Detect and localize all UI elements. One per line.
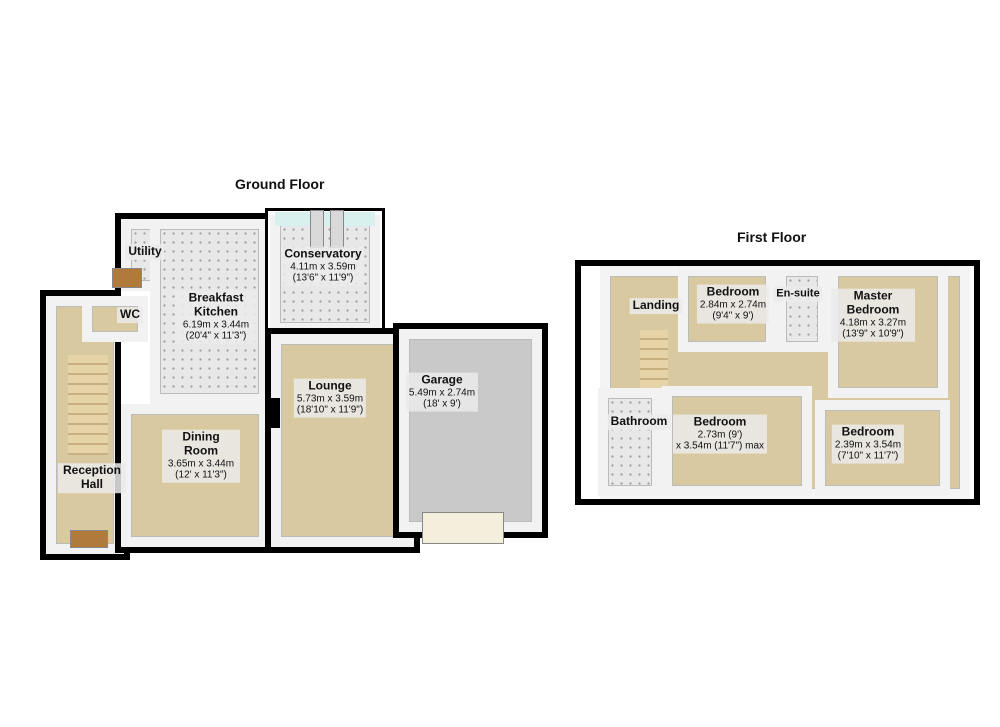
wc-floor	[82, 296, 148, 342]
room-label-en-suite: En-suite	[773, 286, 823, 302]
chimney-breast	[266, 398, 280, 428]
room-label-bathroom: Bathroom	[607, 414, 671, 430]
room-label-landing: Landing	[629, 298, 683, 314]
garage-floor	[399, 329, 542, 532]
first-floor-title: First Floor	[737, 229, 807, 245]
bathroom-floor	[598, 388, 662, 496]
garage-door	[422, 512, 504, 544]
lounge-floor	[271, 334, 414, 547]
back-door	[112, 268, 142, 288]
room-label-wc: WC	[117, 307, 143, 323]
en-suite-floor	[776, 266, 828, 352]
french-door-left	[310, 210, 324, 248]
room-label-reception-hall: Reception Hall	[58, 463, 126, 493]
ground-floor-title: Ground Floor	[235, 176, 325, 192]
staircase	[68, 355, 108, 455]
front-door	[70, 530, 108, 548]
conservatory-glass	[275, 212, 375, 226]
room-label-utility: Utility	[125, 244, 165, 260]
french-door-right	[330, 210, 344, 248]
